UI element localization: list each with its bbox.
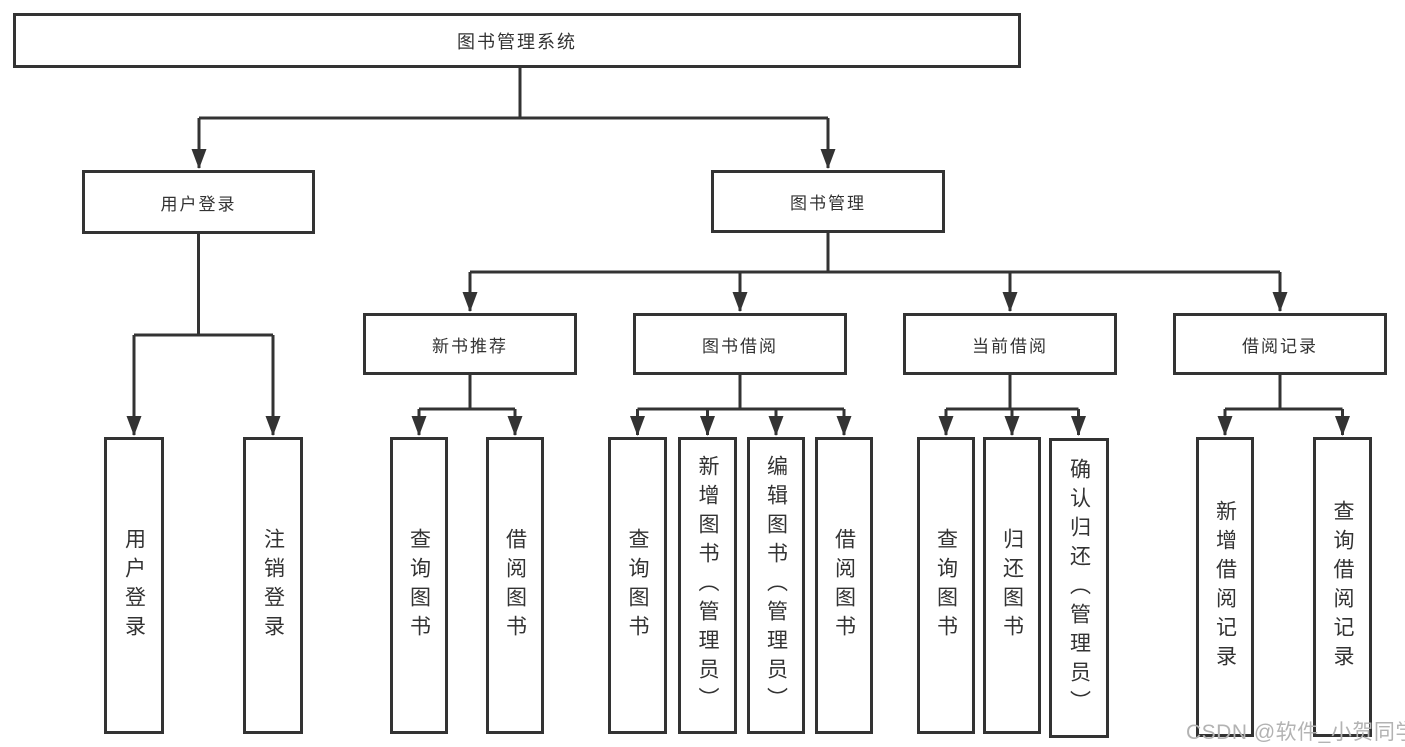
node-current-borrow: 当前借阅 [903,313,1117,375]
leaf-query-borrow-record: 查询借阅记录 [1313,437,1372,737]
node-book-borrow: 图书借阅 [633,313,847,375]
leaf-query-books-current: 查询图书 [917,437,975,734]
watermark-text: CSDN @软件_小贺同学 [1186,721,1405,744]
node-label: 新增借阅记录 [1213,500,1237,674]
node-label: 图书管理系统 [457,31,577,52]
node-label: 查询借阅记录 [1331,500,1354,674]
node-label: 新增图书（管理员） [696,455,719,716]
node-borrow-records: 借阅记录 [1173,313,1387,375]
leaf-query-books-recommend: 查询图书 [390,437,448,734]
node-label: 图书借阅 [702,336,778,356]
node-user-login: 用户登录 [82,170,315,234]
node-label: 图书管理 [790,194,866,213]
node-label: 查询图书 [407,527,431,644]
node-label: 借阅图书 [503,527,527,644]
leaf-logout: 注销登录 [243,437,303,734]
leaf-query-books-borrow: 查询图书 [608,437,667,734]
leaf-borrow-books: 借阅图书 [815,437,873,734]
node-label: 编辑图书（管理员） [764,455,788,716]
node-label: 当前借阅 [972,336,1048,356]
leaf-add-books-admin: 新增图书（管理员） [678,437,737,734]
node-label: 查询图书 [626,527,649,644]
leaf-edit-books-admin: 编辑图书（管理员） [747,437,805,734]
node-label: 借阅记录 [1242,336,1318,356]
node-library-management-system: 图书管理系统 [13,13,1021,68]
node-label: 查询图书 [934,527,958,644]
node-label: 注销登录 [261,527,285,644]
node-label: 新书推荐 [432,336,508,356]
leaf-user-login: 用户登录 [104,437,164,734]
node-label: 用户登录 [122,527,146,644]
node-new-book-recommend: 新书推荐 [363,313,577,375]
node-label: 确认归还（管理员） [1067,457,1091,719]
leaf-borrow-books-recommend: 借阅图书 [486,437,544,734]
leaf-confirm-return-admin: 确认归还（管理员） [1049,438,1109,738]
node-label: 借阅图书 [832,527,856,644]
leaf-return-books: 归还图书 [983,437,1041,734]
node-label: 归还图书 [1000,527,1024,644]
leaf-add-borrow-record: 新增借阅记录 [1196,437,1254,737]
node-book-management: 图书管理 [711,170,945,233]
node-label: 用户登录 [160,194,237,214]
